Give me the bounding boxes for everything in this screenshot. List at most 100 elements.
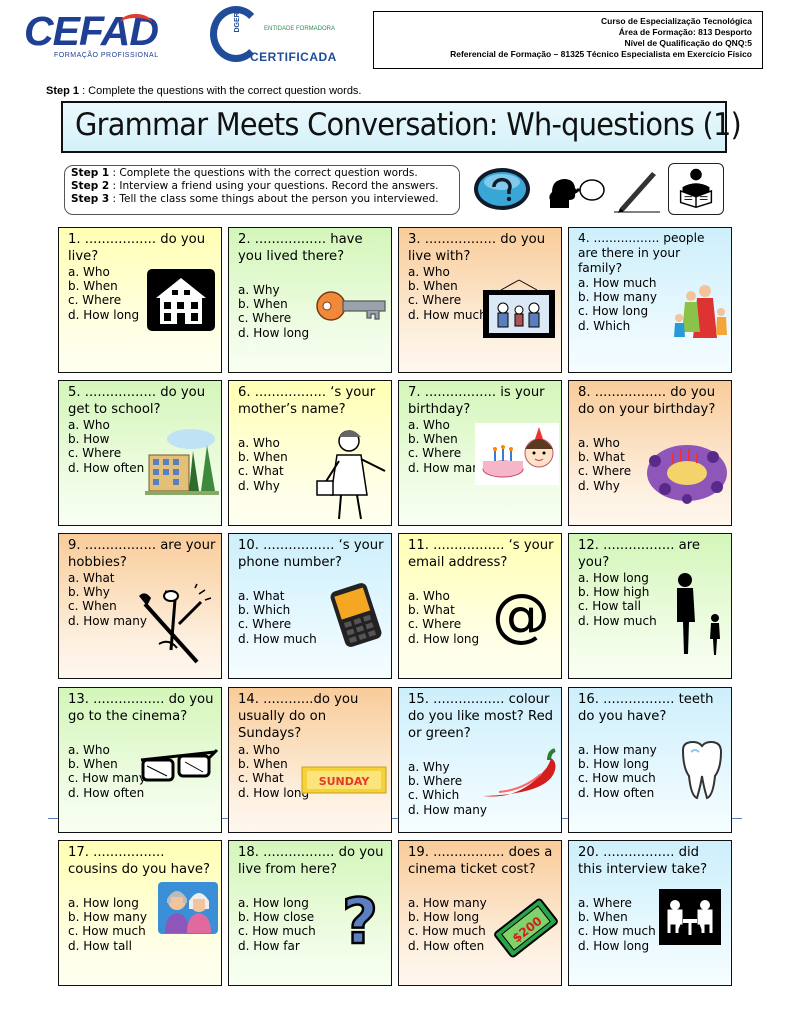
answer-options: a. What b. Why c. When d. How many — [68, 571, 147, 628]
answer-option[interactable]: a. Who — [68, 418, 110, 432]
answer-option[interactable]: d. How long — [578, 938, 650, 953]
answer-option[interactable]: d. How much — [408, 307, 487, 322]
answer-option[interactable]: b. How long — [578, 757, 650, 772]
answer-option[interactable]: b. How — [68, 432, 110, 447]
answer-option[interactable]: a. How many — [408, 896, 487, 910]
tooth-icon — [681, 740, 723, 800]
answer-option[interactable]: d. How many — [408, 460, 487, 475]
answer-option[interactable]: a. Where — [578, 896, 632, 910]
answer-option[interactable]: c. Where — [408, 293, 462, 308]
answer-option[interactable]: b. Which — [238, 603, 291, 618]
answer-option[interactable]: a. What — [68, 571, 115, 585]
answer-option[interactable]: b. What — [578, 450, 625, 465]
answer-option[interactable]: d. How often — [68, 460, 145, 475]
answer-option[interactable]: a. How much — [578, 276, 657, 290]
speaking-head-icon — [549, 179, 605, 208]
answer-option[interactable]: b. When — [68, 757, 118, 772]
answer-option[interactable]: d. How often — [408, 938, 485, 953]
answer-option[interactable]: a. Who — [408, 418, 450, 432]
answer-option[interactable]: a. Who — [408, 589, 450, 603]
question-prompt: 20. ................. did this interview… — [578, 845, 708, 877]
answer-option[interactable]: c. How much — [238, 924, 316, 939]
answer-option[interactable]: d. How far — [238, 938, 300, 953]
question-prompt: 3. ................. do you live with? — [408, 232, 546, 264]
answer-option[interactable]: c. Which — [408, 788, 460, 803]
question-card-8: 8. ................. do you do on your b… — [568, 380, 732, 526]
answer-option[interactable]: c. How much — [408, 924, 486, 939]
question-prompt: 17. ................. cousins do you hav… — [68, 845, 211, 877]
answer-option[interactable]: d. How long — [238, 325, 310, 340]
answer-option[interactable]: d. Why — [238, 478, 280, 493]
answer-options: a. Who b. What c. Where d. Why — [578, 436, 631, 493]
answer-option[interactable]: d. How often — [68, 785, 145, 800]
answer-option[interactable]: d. How many — [408, 802, 487, 817]
answer-option[interactable]: a. What — [238, 589, 285, 603]
answer-option[interactable]: d. How long — [238, 785, 310, 800]
answer-option[interactable]: b. When — [408, 279, 458, 294]
answer-option[interactable]: b. When — [238, 757, 288, 772]
answer-option[interactable]: a. How long — [238, 896, 309, 910]
answer-option[interactable]: c. When — [68, 599, 117, 614]
question-prompt: 14. ............do you usually do on Sun… — [238, 692, 359, 741]
answer-option[interactable]: c. Where — [408, 617, 462, 632]
answer-option[interactable]: a. Who — [238, 743, 280, 757]
answer-option[interactable]: b. Where — [408, 774, 463, 789]
answer-option[interactable]: a. Who — [68, 265, 110, 279]
answer-option[interactable]: d. How many — [68, 613, 147, 628]
answer-option[interactable]: d. Which — [578, 318, 631, 333]
chili-pepper-icon — [483, 748, 556, 797]
answer-option[interactable]: a. Who — [238, 436, 280, 450]
answer-option[interactable]: b. When — [238, 450, 288, 465]
answer-option[interactable]: c. Where — [578, 464, 632, 479]
answer-option[interactable]: d. How much — [578, 613, 657, 628]
answer-option[interactable]: c. Where — [238, 617, 292, 632]
answer-option[interactable]: c. How much — [68, 924, 146, 939]
answer-option[interactable]: a. Why — [408, 760, 450, 774]
answer-option[interactable]: b. How high — [578, 585, 650, 600]
answer-option[interactable]: d. How long — [68, 307, 140, 322]
question-card-13: 13. ................. do you go to the c… — [58, 687, 222, 833]
answer-option[interactable]: a. How long — [578, 571, 649, 585]
answer-option[interactable]: d. How often — [578, 785, 655, 800]
question-card-11: 11. ................. ‘s your email addr… — [398, 533, 562, 679]
answer-option[interactable]: c. How much — [578, 924, 656, 939]
answer-option[interactable]: c. What — [238, 464, 284, 479]
answer-option[interactable]: b. When — [68, 279, 118, 294]
answer-option[interactable]: a. Who — [578, 436, 620, 450]
answer-option[interactable]: d. How much — [238, 631, 317, 646]
answer-option[interactable]: b. When — [578, 910, 628, 925]
answer-option[interactable]: c. Where — [68, 293, 122, 308]
answer-option[interactable]: c. What — [238, 771, 284, 786]
answer-options: a. Why b. When c. Where d. How long — [238, 283, 309, 340]
answer-option[interactable]: d. How tall — [68, 938, 132, 953]
answer-option[interactable]: a. Who — [68, 743, 110, 757]
answer-option[interactable]: b. How many — [68, 910, 147, 925]
answer-option[interactable]: a. How many — [578, 743, 657, 757]
answer-option[interactable]: b. How close — [238, 910, 315, 925]
answer-options: a. Who b. When c. What d. Why — [238, 436, 288, 493]
answer-option[interactable]: c. Where — [68, 446, 122, 461]
answer-option[interactable]: b. Why — [68, 585, 110, 600]
answer-option[interactable]: b. How long — [408, 910, 480, 925]
question-card-20: 20. ................. did this interview… — [568, 840, 732, 986]
question-prompt: 9. ................. are your hobbies? — [68, 538, 216, 570]
answer-option[interactable]: a. Why — [238, 283, 280, 297]
answer-option[interactable]: d. How long — [408, 631, 480, 646]
answer-option[interactable]: c. Where — [238, 311, 292, 326]
answer-option[interactable]: c. Where — [408, 446, 462, 461]
question-prompt: 11. ................. ‘s your email addr… — [408, 538, 554, 570]
answer-option[interactable]: a. Who — [408, 265, 450, 279]
answer-option[interactable]: c. How many — [68, 771, 146, 786]
answer-option[interactable]: c. How tall — [578, 599, 641, 614]
answer-option[interactable]: a. How long — [68, 896, 139, 910]
reading-person-icon — [668, 163, 724, 215]
answer-option[interactable]: b. How many — [578, 290, 657, 305]
answer-option[interactable]: b. When — [408, 432, 458, 447]
answer-option[interactable]: c. How long — [578, 304, 649, 319]
answer-option[interactable]: c. How much — [578, 771, 656, 786]
answer-option[interactable]: b. When — [238, 297, 288, 312]
party-icon — [647, 445, 727, 504]
answer-option[interactable]: d. Why — [578, 478, 620, 493]
answer-option[interactable]: b. What — [408, 603, 455, 618]
worksheet-title-box: Grammar Meets Conversation: Wh-questions… — [61, 101, 742, 153]
